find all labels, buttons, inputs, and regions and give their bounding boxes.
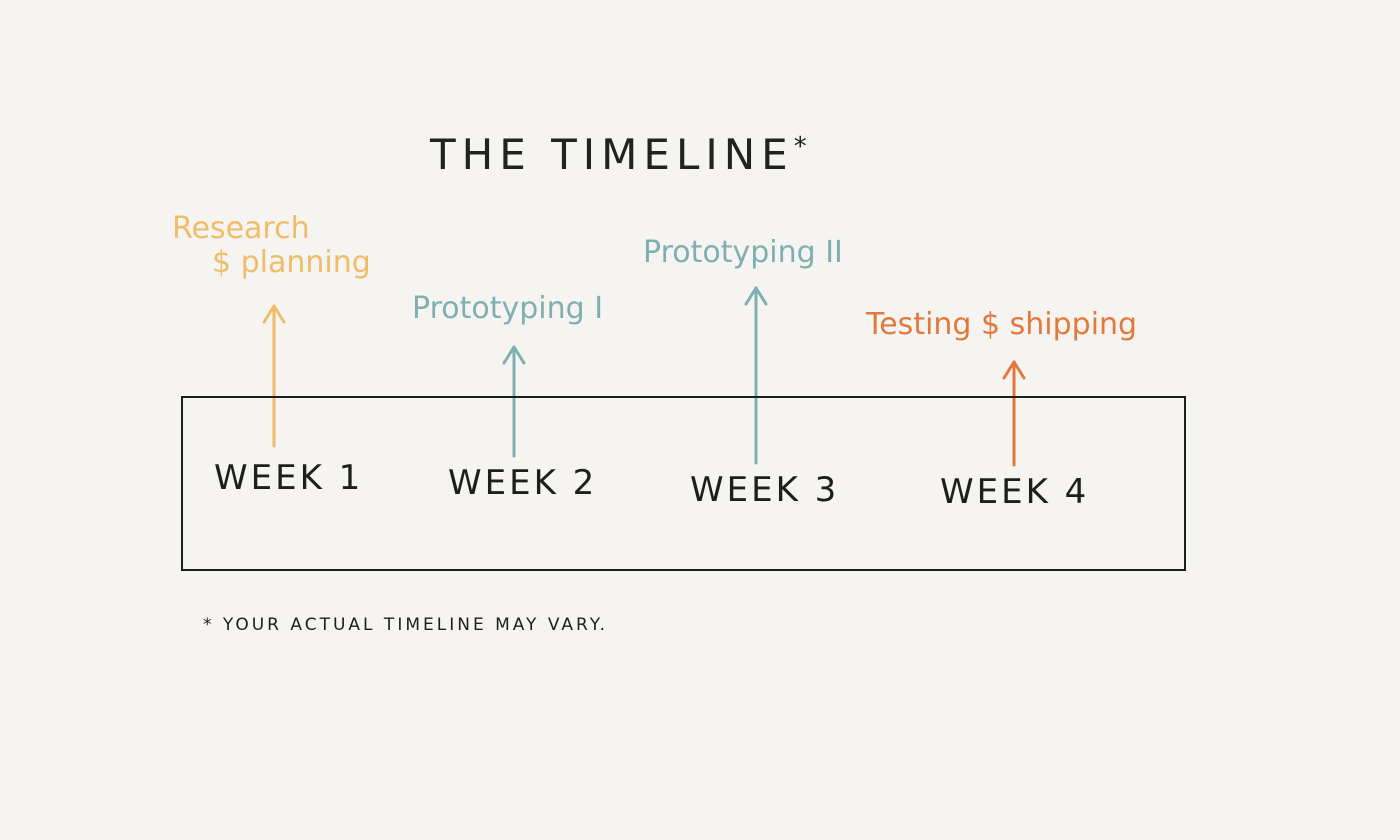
phase-prototyping-2: Prototyping II: [643, 236, 843, 270]
title-asterisk: *: [793, 132, 807, 162]
arrow-research-icon: [262, 304, 286, 448]
phase-testing-shipping-label: Testing $ shipping: [866, 307, 1138, 342]
phase-research-line1: Research: [172, 211, 310, 246]
week-1-label: WEEK 1: [214, 458, 364, 498]
page-title: THE TIMELINE*: [430, 130, 807, 179]
phase-prototyping-1: Prototyping I: [412, 292, 603, 326]
arrow-testing-icon: [1002, 360, 1026, 467]
phase-testing-shipping: Testing $ shipping: [866, 308, 1137, 342]
week-2-label: WEEK 2: [448, 463, 598, 503]
phase-prototyping-2-label: Prototyping II: [643, 235, 843, 270]
timeline-box: [181, 396, 1186, 571]
arrow-prototyping-1-icon: [502, 345, 526, 458]
phase-research-planning: Research $ planning: [172, 212, 371, 280]
arrow-prototyping-2-icon: [744, 286, 768, 465]
phase-research-line2: $ planning: [212, 245, 371, 280]
phase-prototyping-1-label: Prototyping I: [412, 291, 604, 326]
title-text: THE TIMELINE: [430, 130, 794, 179]
footnote: * YOUR ACTUAL TIMELINE MAY VARY.: [203, 615, 609, 635]
week-4-label: WEEK 4: [940, 472, 1090, 512]
week-3-label: WEEK 3: [690, 470, 840, 510]
